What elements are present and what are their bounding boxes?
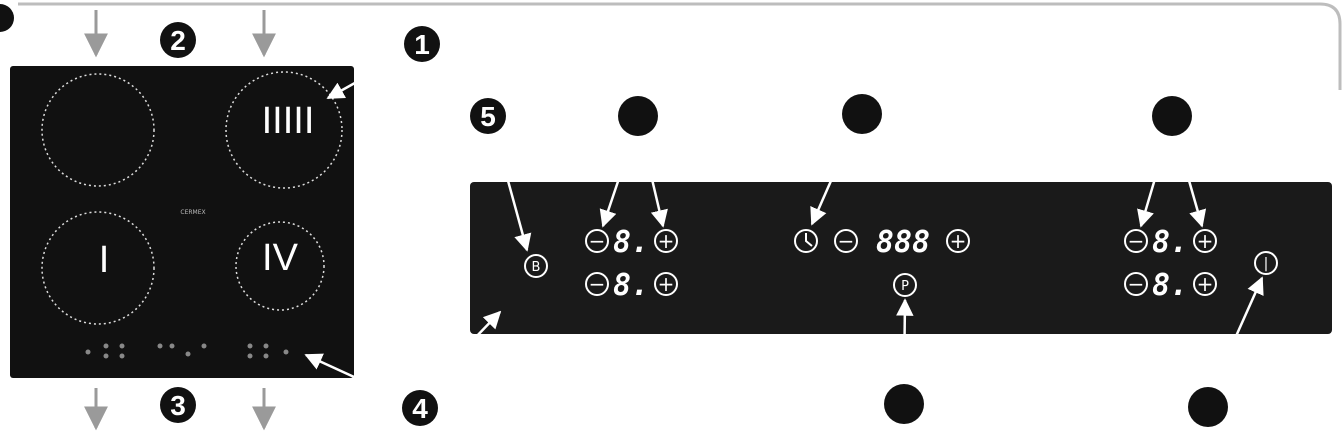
key-icon — [893, 273, 917, 297]
minus-button — [585, 272, 609, 296]
zone-bottom-right — [235, 221, 325, 311]
hob-dot — [247, 343, 253, 349]
minus-button — [1124, 229, 1148, 253]
zone-label-top-right: IIIII — [262, 100, 315, 142]
hob-dot — [201, 343, 207, 349]
right-zone-controls: − 8. + − 8. + — [1124, 225, 1217, 303]
leader-5 — [491, 125, 532, 252]
callout-label-4: 4 — [412, 393, 428, 424]
timer-display: 888 — [876, 225, 930, 260]
plus-button-label: + — [1197, 229, 1214, 253]
hob-control-dots — [85, 343, 289, 359]
hob-dot — [103, 343, 109, 349]
zone-top-right — [225, 71, 343, 189]
leader-key — [896, 298, 914, 386]
left-zone-controls: − 8. + − 8. + — [585, 225, 678, 303]
hob-dot — [85, 349, 91, 355]
plus-button — [1193, 229, 1217, 253]
plus-button-label: + — [658, 229, 675, 253]
plus-button-label: + — [950, 229, 967, 253]
callout-label-2: 2 — [170, 25, 186, 56]
callout-marker-key — [884, 384, 924, 424]
minus-button — [834, 229, 858, 253]
hob-dot — [119, 343, 125, 349]
leader-4-panel — [419, 310, 502, 396]
power-button-label: | — [1264, 256, 1269, 272]
lock-button-label: B — [532, 260, 541, 275]
leader-4-hob — [304, 353, 401, 400]
plus-button — [654, 229, 678, 253]
minus-button-label: − — [1128, 272, 1145, 296]
zone-label-bottom-left: I — [99, 239, 110, 281]
hob-dot — [103, 353, 109, 359]
callout-label-5: 5 — [480, 101, 496, 132]
minus-button-label: − — [589, 272, 606, 296]
airflow-arrows — [84, 10, 276, 431]
callout-marker-5 — [470, 98, 506, 134]
hob-dot — [283, 349, 289, 355]
minus-button-label: − — [589, 229, 606, 253]
minus-button — [1124, 272, 1148, 296]
zone-display: 8. — [613, 225, 649, 260]
zone-display: 8. — [613, 268, 649, 303]
leader-left-zone-plus — [638, 127, 668, 228]
hob-dot — [157, 343, 163, 349]
leader-right-zone-minus — [1137, 127, 1172, 228]
plus-button-label: + — [1197, 272, 1214, 296]
callout-marker-power — [1188, 387, 1228, 427]
leader-right-zone-plus — [1172, 127, 1207, 228]
control-panel-glass — [470, 182, 1332, 334]
hob-dot — [169, 343, 175, 349]
callouts: 1 2 3 4 5 — [160, 22, 1228, 427]
callout-label-3: 3 — [170, 390, 186, 421]
plus-button — [1193, 272, 1217, 296]
lock-button — [524, 254, 548, 278]
leader-left-zone-minus — [599, 127, 638, 228]
hob-dot — [263, 353, 269, 359]
zone-top-left — [41, 73, 155, 187]
callout-label-1: 1 — [414, 29, 430, 60]
zone-display: 8. — [1152, 225, 1188, 260]
frame-border — [18, 2, 1342, 90]
callout-marker-2 — [160, 22, 196, 58]
clock-hands — [805, 233, 813, 247]
hob-brand: CERMEX — [180, 209, 205, 216]
hob-dot — [247, 353, 253, 359]
plus-button — [946, 229, 970, 253]
leader-power — [1210, 276, 1264, 391]
zone-bottom-left — [41, 211, 155, 325]
minus-button-label: − — [838, 229, 855, 253]
callout-marker-3 — [160, 387, 196, 423]
corner-marker — [0, 4, 14, 32]
leader-1 — [326, 53, 406, 100]
hob-dot — [185, 351, 191, 357]
zone-label-bottom-right: IV — [262, 237, 299, 279]
timer-controls: − 888 + P — [794, 225, 970, 297]
callout-marker-right-zone — [1152, 96, 1192, 136]
callout-marker-4 — [402, 390, 438, 426]
zone-display: 8. — [1152, 268, 1188, 303]
minus-button — [585, 229, 609, 253]
leader-timer — [810, 123, 858, 226]
leader-lines — [304, 53, 1264, 400]
power-button — [1254, 251, 1278, 275]
callout-marker-timer — [842, 94, 882, 134]
callout-marker-left-zone — [618, 96, 658, 136]
hob-glass — [10, 66, 354, 378]
control-panel: B − 8. + − 8. + − 888 + P — [470, 182, 1332, 334]
hob-top-view: IIIII I IV CERMEX — [10, 66, 354, 378]
hob-dot — [119, 353, 125, 359]
minus-button-label: − — [1128, 229, 1145, 253]
plus-button-label: + — [658, 272, 675, 296]
plus-button — [654, 272, 678, 296]
callout-marker-1 — [404, 26, 440, 62]
hob-dot — [263, 343, 269, 349]
clock-icon — [794, 229, 818, 253]
key-icon-label: P — [901, 279, 909, 294]
